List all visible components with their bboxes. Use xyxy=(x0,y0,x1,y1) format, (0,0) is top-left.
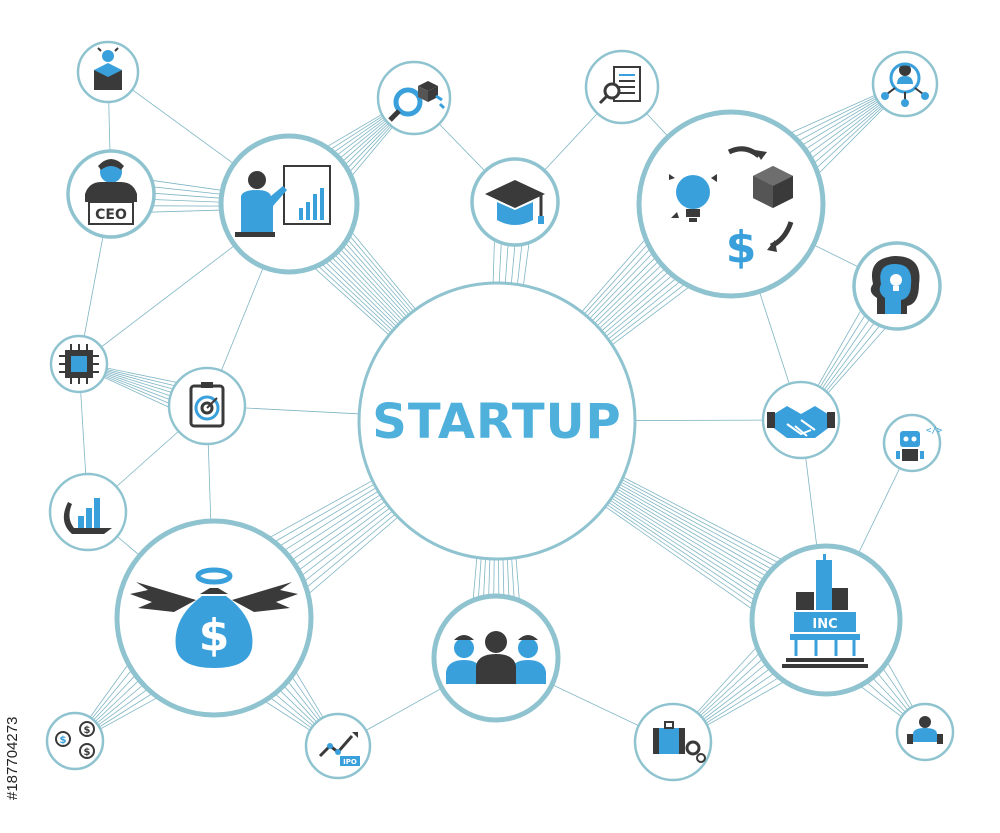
head-idea-icon xyxy=(870,256,920,314)
center-title: STARTUP xyxy=(372,394,621,450)
stock-image-id: #187704273 xyxy=(4,716,21,800)
svg-text:$: $ xyxy=(60,735,67,746)
businessman-icon xyxy=(907,716,943,744)
company-label: INC xyxy=(812,617,837,632)
ipo-label: IPO xyxy=(343,758,357,766)
node-ring-idea-product-money xyxy=(636,109,826,299)
robot-icon: </> xyxy=(896,426,943,461)
team-icon xyxy=(446,631,546,684)
ipo-chart-icon: IPO xyxy=(318,732,360,766)
company-building-icon: INC xyxy=(782,554,868,668)
target-clipboard-icon xyxy=(189,382,225,428)
svg-text:$: $ xyxy=(84,747,91,758)
network-user-icon xyxy=(881,62,929,107)
angel-money-bag-icon: $ xyxy=(130,567,298,668)
idea-box-icon xyxy=(94,47,122,90)
growth-chart-hand-icon xyxy=(63,498,112,534)
idea-product-money-icon: $ xyxy=(669,146,794,273)
briefcase-gear-icon xyxy=(653,721,706,763)
chip-icon xyxy=(59,344,99,384)
ceo-label: CEO xyxy=(95,207,127,223)
handshake-icon xyxy=(767,406,835,438)
svg-text:</>: </> xyxy=(926,426,943,436)
document-search-icon xyxy=(598,66,641,105)
svg-text:$: $ xyxy=(199,610,230,661)
center-node: STARTUP xyxy=(357,281,637,561)
svg-text:$: $ xyxy=(84,725,91,736)
svg-text:$: $ xyxy=(726,222,757,273)
graduation-cap-icon xyxy=(485,180,545,225)
ceo-icon: CEO xyxy=(85,159,137,225)
node-ring-ipo xyxy=(304,712,372,780)
presentation-icon xyxy=(235,165,331,237)
search-product-icon xyxy=(388,81,446,122)
money-exchange-icon: $ $ $ xyxy=(55,721,95,759)
